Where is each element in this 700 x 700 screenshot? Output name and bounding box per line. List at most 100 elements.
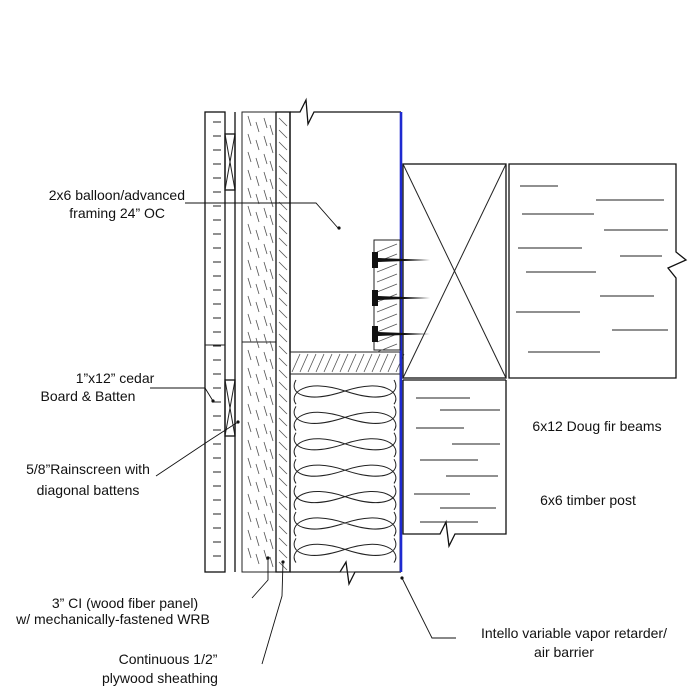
ci-hatch-mark xyxy=(263,351,268,363)
plate-hatch-mark xyxy=(371,353,381,373)
plywood-hatch-mark xyxy=(278,417,288,427)
ci-hatch-mark xyxy=(269,430,274,442)
ci-hatch-mark xyxy=(247,349,252,361)
ci-hatch-mark xyxy=(255,157,260,169)
rainscreen-label-line1: 5/8”Rainscreen with xyxy=(26,461,150,477)
doug-fir-beam xyxy=(508,163,688,379)
ci-hatch-mark xyxy=(255,391,260,403)
ci-hatch-mark xyxy=(263,135,268,147)
plywood-hatch-mark xyxy=(278,477,288,487)
plywood-hatch-mark xyxy=(278,213,288,223)
ci-hatch-mark xyxy=(247,457,252,469)
plywood-hatch-mark xyxy=(278,357,288,367)
plywood-hatch-mark xyxy=(278,309,288,319)
block-hatch-mark xyxy=(376,303,398,313)
ci-hatch-mark xyxy=(269,196,274,208)
plywood-hatch-mark xyxy=(278,453,288,463)
ci-hatch-mark xyxy=(255,283,260,295)
ci-hatch-mark xyxy=(263,459,268,471)
ci-hatch-mark xyxy=(269,358,274,370)
plywood-hatch-mark xyxy=(278,321,288,331)
plywood-hatch-mark xyxy=(278,345,288,355)
ci-hatch-mark xyxy=(255,445,260,457)
block-hatch-mark xyxy=(376,273,398,283)
ci-hatch-mark xyxy=(269,160,274,172)
ci-hatch-mark xyxy=(263,333,268,345)
plywood-hatch-mark xyxy=(278,153,288,163)
ci-hatch-mark xyxy=(247,151,252,163)
plywood-hatch-mark xyxy=(278,141,288,151)
ci-hatch-mark xyxy=(255,373,260,385)
ci-hatch-mark xyxy=(247,277,252,289)
ci-hatch-mark xyxy=(255,175,260,187)
plate-hatch-mark xyxy=(331,353,341,373)
ci-hatch-mark xyxy=(255,211,260,223)
ci-hatch-mark xyxy=(269,124,274,136)
plywood-hatch-mark xyxy=(278,429,288,439)
ci-hatch-mark xyxy=(263,261,268,273)
ci-hatch-mark xyxy=(247,403,252,415)
ci-hatch-mark xyxy=(255,499,260,511)
plywood-hatch-mark xyxy=(278,405,288,415)
ci-hatch-mark xyxy=(247,295,252,307)
plywood-hatch-mark xyxy=(278,369,288,379)
plywood-label-line1: Continuous 1/2” xyxy=(119,651,218,667)
plywood-hatch-mark xyxy=(278,525,288,535)
plywood-hatch-mark xyxy=(278,129,288,139)
ci-hatch-mark xyxy=(247,205,252,217)
leader-lines xyxy=(150,202,456,665)
plywood-hatch-mark xyxy=(278,465,288,475)
ci-hatch-mark xyxy=(263,513,268,525)
plywood-hatch-mark xyxy=(278,117,288,127)
lag-screw xyxy=(372,252,430,268)
plywood-hatch-mark xyxy=(278,333,288,343)
beams-label: 6x12 Doug fir beams xyxy=(532,418,661,434)
ci-hatch-mark xyxy=(269,412,274,424)
ci-hatch-mark xyxy=(263,423,268,435)
ci-hatch-mark xyxy=(247,511,252,523)
ci-hatch-mark xyxy=(247,223,252,235)
ci-hatch-mark xyxy=(247,439,252,451)
ci-hatch-mark xyxy=(255,319,260,331)
ci-hatch-mark xyxy=(247,367,252,379)
ci-hatch-mark xyxy=(263,279,268,291)
ci-hatch-mark xyxy=(255,409,260,421)
ci-hatch-mark xyxy=(263,153,268,165)
ci-hatch-mark xyxy=(263,477,268,489)
ci-hatch-mark xyxy=(263,225,268,237)
ci-hatch-mark xyxy=(255,121,260,133)
plate-hatch-mark xyxy=(379,353,389,373)
ci-hatch-mark xyxy=(269,484,274,496)
ci-hatch-mark xyxy=(255,463,260,475)
ci-hatch-mark xyxy=(255,247,260,259)
ci-hatch-mark xyxy=(269,466,274,478)
lag-screws xyxy=(372,252,430,342)
ci-hatch-mark xyxy=(269,394,274,406)
ci-hatch-mark xyxy=(269,520,274,532)
ci-hatch-mark xyxy=(255,553,260,565)
ci-hatch-mark xyxy=(255,193,260,205)
block-hatch-mark xyxy=(376,323,398,333)
cedar-label-line1: 1”x12” cedar xyxy=(76,370,155,386)
ci-hatch-mark xyxy=(247,241,252,253)
block-hatch-mark xyxy=(376,343,398,353)
ci-hatch-mark xyxy=(247,115,252,127)
ci-hatch-mark xyxy=(247,385,252,397)
plywood-hatch-mark xyxy=(278,513,288,523)
ci-hatch-mark xyxy=(247,475,252,487)
ci-hatch-mark xyxy=(255,139,260,151)
ci-hatch-mark xyxy=(269,268,274,280)
ci-hatch-mark xyxy=(263,243,268,255)
block-hatch-mark xyxy=(376,313,398,323)
ci-hatch-mark xyxy=(269,178,274,190)
ci-hatch-mark xyxy=(263,207,268,219)
ci-hatch-mark xyxy=(269,322,274,334)
plywood-hatch-mark xyxy=(278,189,288,199)
intello-label-line2: air barrier xyxy=(534,644,594,660)
plate-hatch-mark xyxy=(315,353,325,373)
plywood-sheathing xyxy=(275,111,291,573)
ci-hatch-mark xyxy=(263,405,268,417)
plywood-hatch-mark xyxy=(278,165,288,175)
plate-hatch-mark xyxy=(347,353,357,373)
